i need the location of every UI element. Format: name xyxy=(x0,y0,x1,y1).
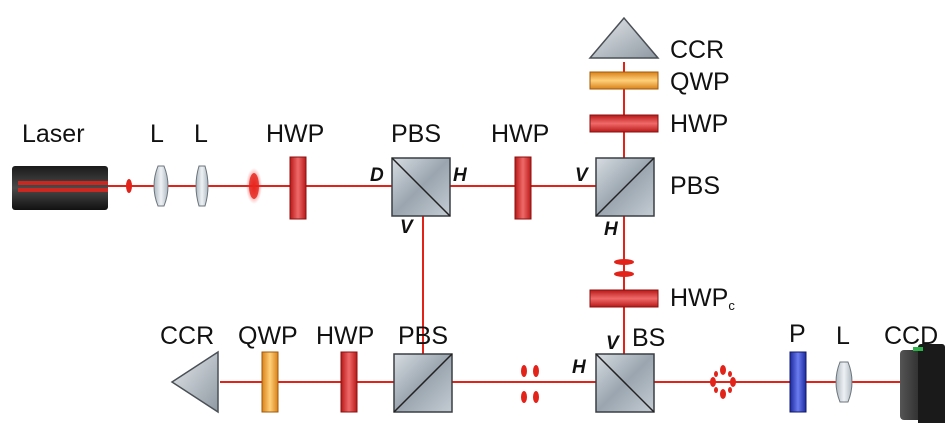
label-qwp-bottom: QWP xyxy=(238,322,298,350)
beam-paths xyxy=(108,62,900,383)
label-polarizer: P xyxy=(789,320,806,348)
label-pbs-3: PBS xyxy=(398,322,449,350)
label-ccr-top: CCR xyxy=(670,36,725,64)
qwp-bottom-plate xyxy=(261,351,279,413)
label-hwp-c-text: HWP xyxy=(670,284,729,312)
label-lens-1: L xyxy=(150,120,164,148)
beam-spot xyxy=(126,179,132,193)
pol-label-v-pbs1: V xyxy=(400,217,413,238)
bs-cube xyxy=(595,353,655,413)
pbs-2-cube xyxy=(595,157,655,217)
label-hwp-1: HWP xyxy=(266,120,325,148)
label-lens-3: L xyxy=(836,322,850,350)
label-qwp-top: QWP xyxy=(670,68,730,96)
label-hwp-top: HWP xyxy=(670,110,729,138)
ccd-camera xyxy=(900,344,945,426)
label-ccr-bottom: CCR xyxy=(160,322,215,350)
label-hwp-bottom: HWP xyxy=(316,322,375,350)
pol-label-v-bs: V xyxy=(606,333,619,354)
label-hwp-c-subscript: c xyxy=(728,298,735,313)
ccr-bottom-prism xyxy=(170,350,219,414)
pbs-1-cube xyxy=(391,157,451,217)
label-pbs-2: PBS xyxy=(670,172,721,200)
pol-label-h-pbs2: H xyxy=(604,219,618,240)
pol-label-v-pbs2: V xyxy=(575,165,588,186)
label-lens-2: L xyxy=(194,120,208,148)
pbs-3-cube xyxy=(393,353,453,413)
hwp-top-plate xyxy=(589,114,659,133)
hwp-c-plate xyxy=(589,289,659,308)
label-pbs-1: PBS xyxy=(391,120,442,148)
hwp-1-plate xyxy=(289,156,307,220)
pol-label-d: D xyxy=(370,165,384,186)
pol-label-h-bs: H xyxy=(572,357,586,378)
beam-spot-vertical xyxy=(614,259,634,265)
hwp-bottom-plate xyxy=(340,351,358,413)
lens-1 xyxy=(153,165,169,207)
beam-spots-interference xyxy=(710,365,736,399)
label-ccd: CCD xyxy=(884,322,939,350)
label-hwp-2: HWP xyxy=(491,120,550,148)
label-laser: Laser xyxy=(22,120,85,148)
hwp-2-plate xyxy=(514,156,532,220)
label-bs: BS xyxy=(632,324,666,352)
polarizer-plate xyxy=(789,351,807,413)
laser-source xyxy=(12,166,108,210)
beam-spots-pair xyxy=(521,365,539,403)
ccr-top-prism xyxy=(588,16,660,59)
lens-3 xyxy=(835,361,853,403)
lens-2 xyxy=(195,165,209,207)
qwp-top-plate xyxy=(589,71,659,90)
pol-label-h-pbs1: H xyxy=(453,165,467,186)
label-hwp-c: HWPc xyxy=(670,284,735,313)
